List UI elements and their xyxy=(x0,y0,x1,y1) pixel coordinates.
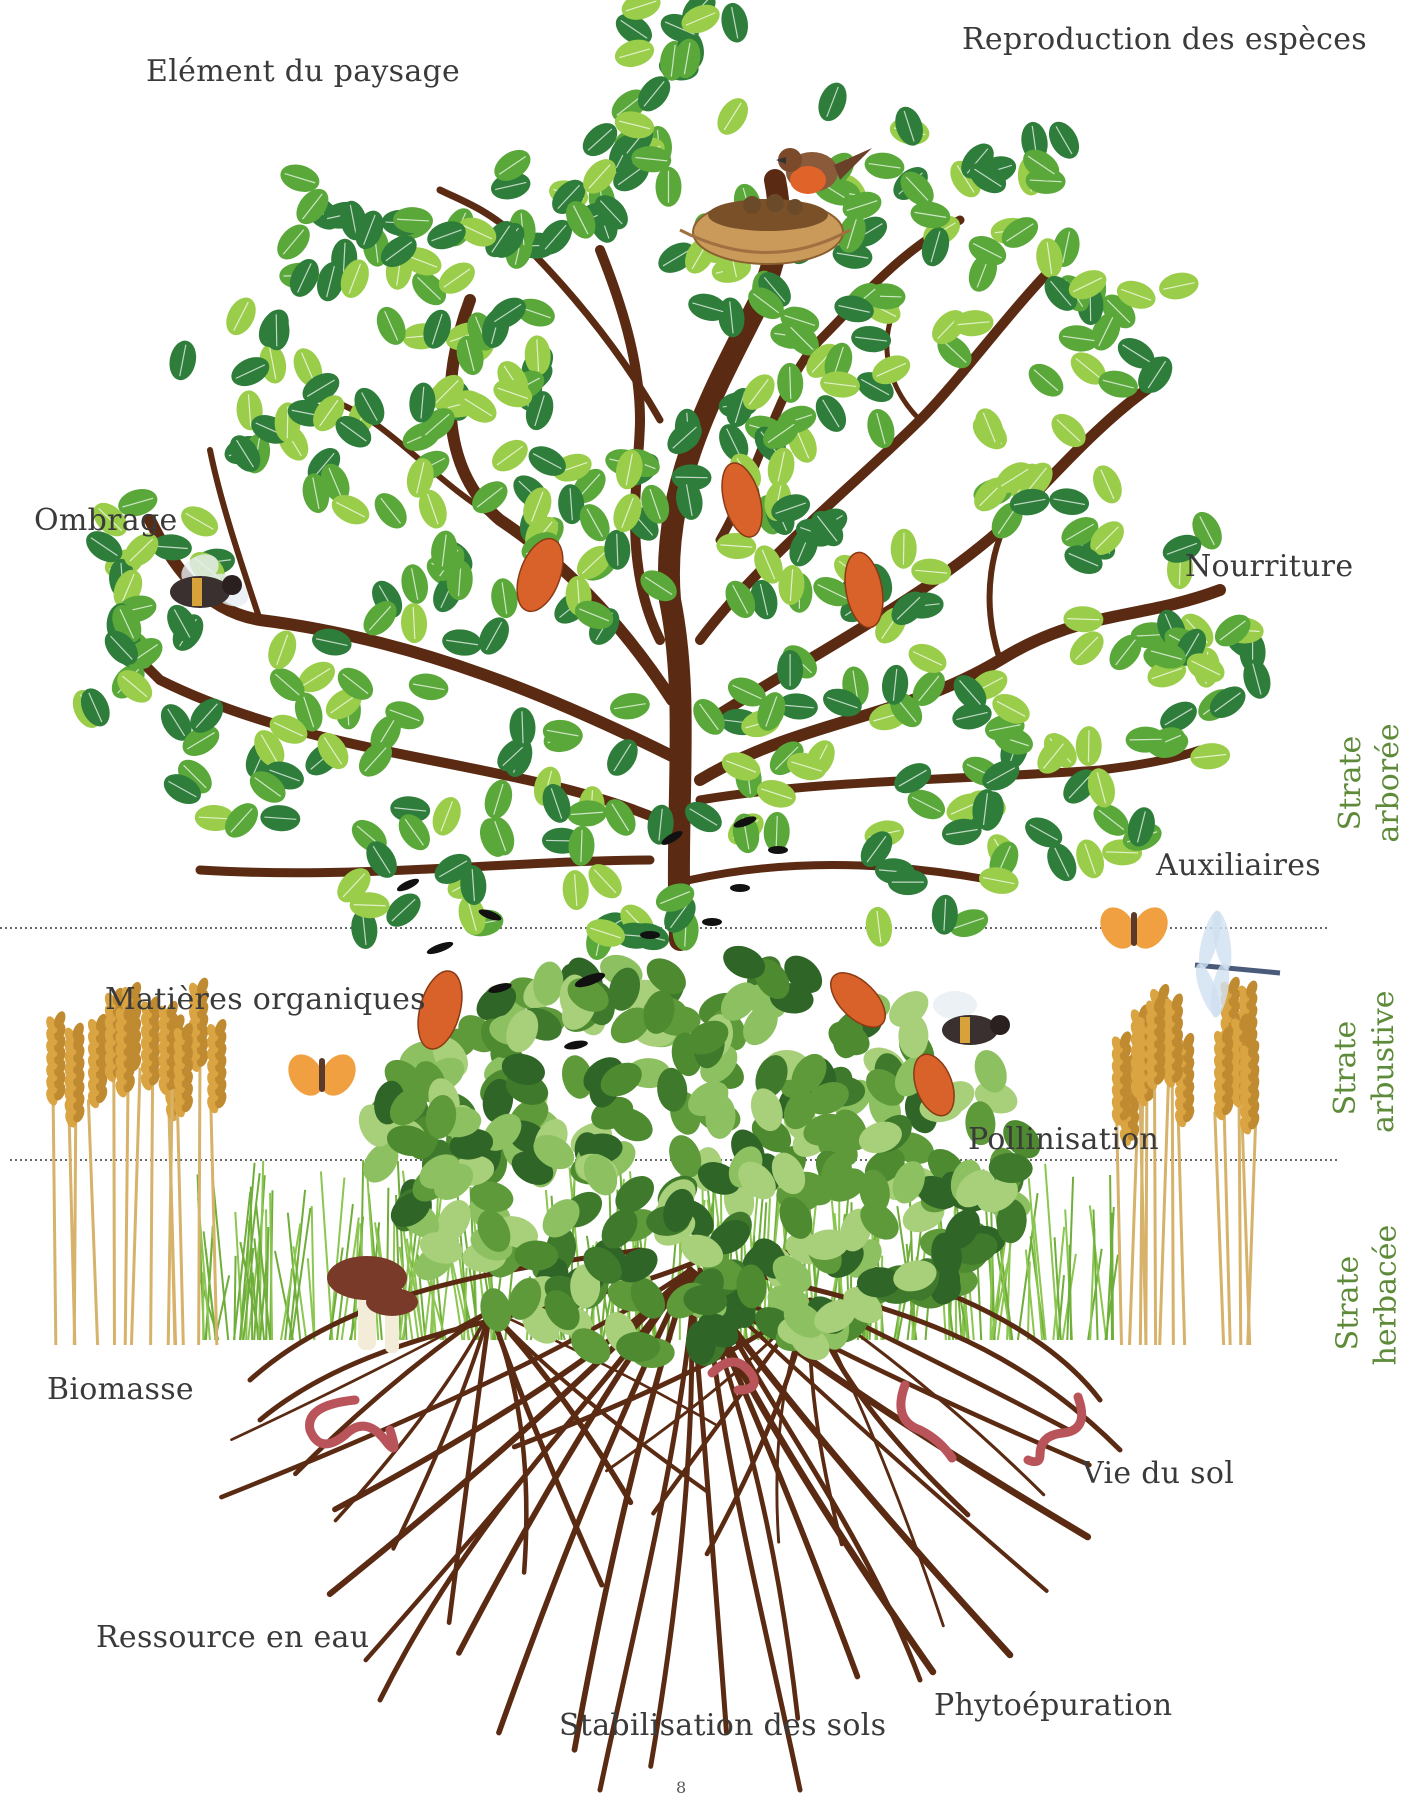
label-nourriture: Nourriture xyxy=(1185,549,1353,584)
strata-herbacee-label: Strate herbacée xyxy=(1330,1241,1406,1366)
bee-icon-2 xyxy=(933,991,1010,1045)
label-reproduction-especes: Reproduction des espèces xyxy=(962,22,1367,57)
strata-herbacee-line1: Strate xyxy=(1330,1241,1368,1366)
label-ressource-eau: Ressource en eau xyxy=(96,1620,369,1655)
strata-arbustive-label: Strate arbustive xyxy=(1327,1003,1403,1133)
butterfly-icon-2 xyxy=(281,1048,363,1102)
wheat-left xyxy=(44,976,229,1345)
label-stabilisation-sols: Stabilisation des sols xyxy=(559,1708,886,1743)
label-matieres-organiques: Matières organiques xyxy=(105,982,426,1017)
butterfly-icon xyxy=(1093,901,1175,955)
page-number: 8 xyxy=(676,1778,686,1797)
label-ombrage: Ombrage xyxy=(34,503,178,538)
label-auxiliaires: Auxiliaires xyxy=(1156,848,1321,883)
strata-arboree-line1: Strate xyxy=(1332,723,1370,843)
label-element-paysage: Elément du paysage xyxy=(146,54,460,89)
strata-arbustive-line1: Strate xyxy=(1327,1003,1365,1133)
strata-arbustive-line2: arbustive xyxy=(1365,1003,1403,1133)
label-biomasse: Biomasse xyxy=(47,1372,194,1407)
strata-arboree-label: Strate arborée xyxy=(1332,723,1408,843)
label-phytoepuration: Phytoépuration xyxy=(934,1688,1172,1723)
strata-herbacee-line2: herbacée xyxy=(1368,1241,1406,1366)
label-pollinisation: Pollinisation xyxy=(968,1122,1159,1157)
strata-arboree-line2: arborée xyxy=(1370,723,1408,843)
label-vie-du-sol: Vie du sol xyxy=(1082,1456,1234,1491)
